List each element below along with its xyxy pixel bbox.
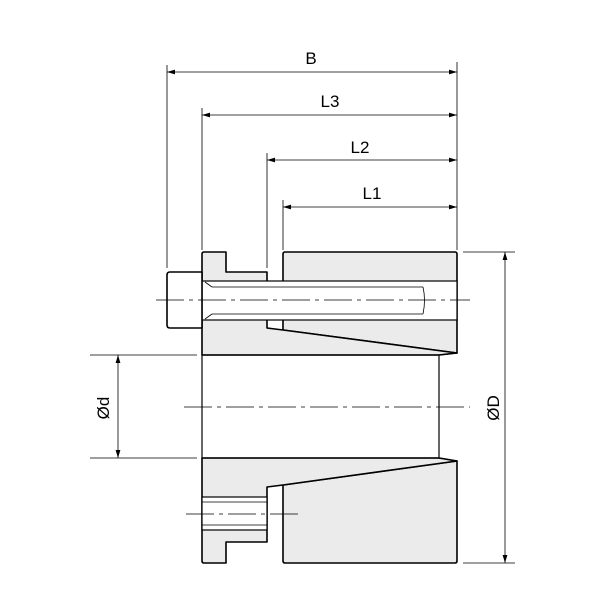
- push-off-thread: [202, 501, 267, 526]
- label-B: B: [305, 49, 316, 68]
- extension-lines: [90, 62, 515, 564]
- label-L3: L3: [321, 92, 340, 111]
- inner-sleeve-bottom: [201, 457, 458, 564]
- label-outer-diameter: ØD: [484, 395, 503, 421]
- bore-chamfer: [438, 352, 458, 462]
- label-L1: L1: [363, 184, 382, 203]
- push-off-hole: [201, 496, 268, 531]
- bore: [201, 354, 440, 459]
- thread-lines: [204, 281, 425, 320]
- label-bore-diameter: Ød: [94, 397, 113, 420]
- outer-ring-bottom: [282, 460, 458, 564]
- bolt-head: [166, 271, 203, 329]
- label-L2: L2: [351, 138, 370, 157]
